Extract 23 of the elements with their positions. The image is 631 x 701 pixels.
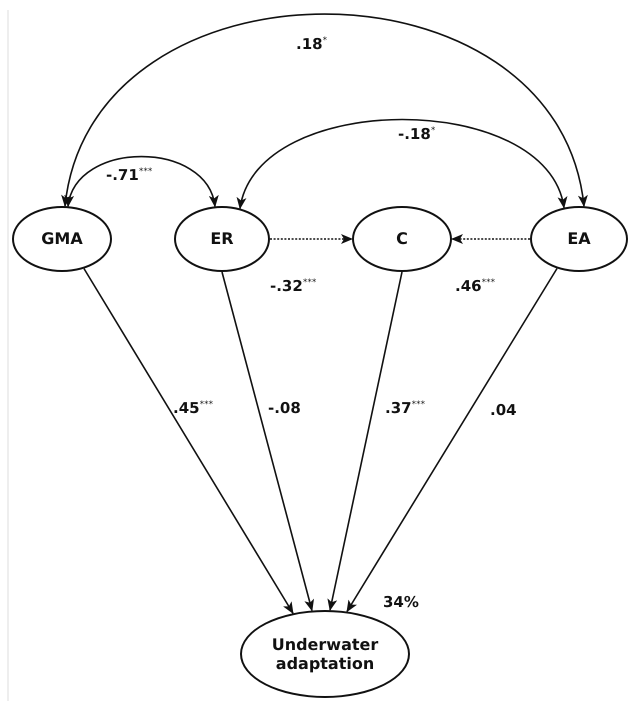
variable-name: Underwater adaptation [270,634,380,674]
edge-label: .37$^{***}$ [385,400,426,416]
variable-name: GMA [41,229,83,249]
edge-label: .04 [490,402,517,418]
path-arrow [221,272,314,612]
edge-label: -.32$^{***}$ [270,278,316,294]
variance-explained-label: 34% [383,593,419,611]
edge-label: .45$^{***}$ [173,400,214,416]
path-arrow [451,234,530,244]
edge-label: .46$^{***}$ [455,278,496,294]
edge-label: .18$^{*}$ [296,36,328,52]
path-arrow [83,268,294,614]
edge-label: -.08 [268,400,301,416]
path-arrow [346,268,558,612]
edge-label: -.71$^{***}$ [106,167,152,184]
correlation-arrow [62,14,586,208]
correlation-arrow [66,156,217,208]
path-arrow [270,234,353,244]
edge-label: -.18$^{*}$ [398,126,436,142]
variable-name: EA [567,229,591,249]
variable-name: C [396,229,408,249]
path-arrow [327,272,403,612]
variable-name: ER [210,229,234,249]
